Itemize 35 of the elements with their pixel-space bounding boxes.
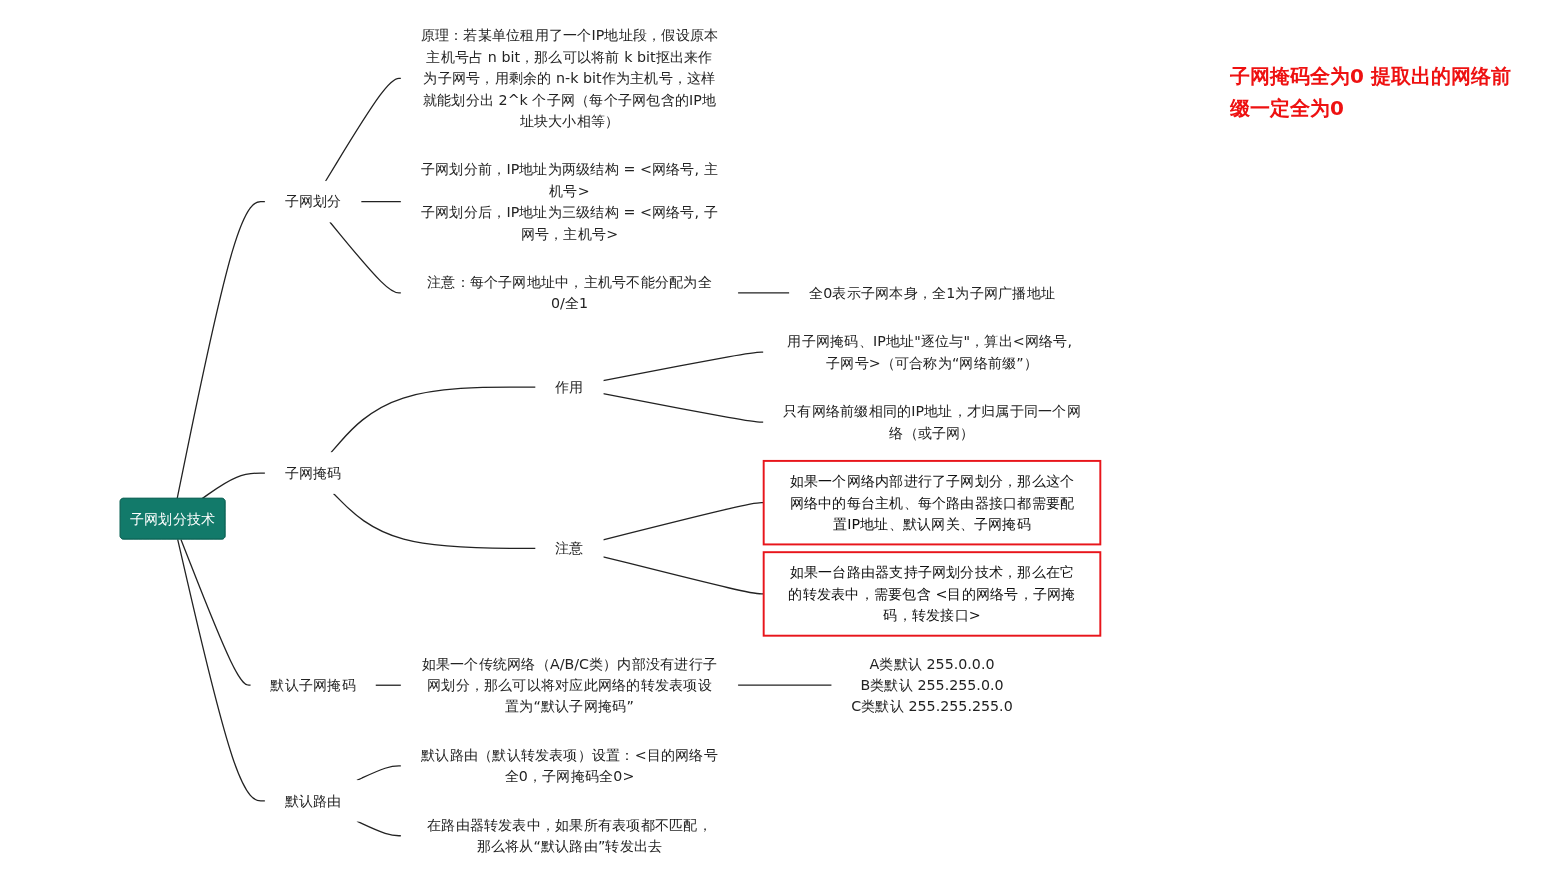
node-text: 作用 bbox=[554, 379, 584, 396]
node-text: 只有网络前缀相同的IP地址，才归属于同一个网络（或子网） bbox=[782, 403, 1081, 441]
node-text: 子网掩码 bbox=[284, 464, 342, 482]
node-text: 默认子网掩码 bbox=[270, 677, 356, 694]
connector bbox=[176, 538, 266, 802]
connector bbox=[201, 472, 266, 500]
node-text: 全0表示子网本身，全1为子网广播地址 bbox=[808, 284, 1055, 301]
connector bbox=[329, 221, 402, 294]
connector bbox=[602, 392, 765, 423]
connector bbox=[736, 684, 833, 686]
node-text: 原理：若某单位租用了一个IP地址段，假设原本主机号占 n bit，那么可以将前 k bit抠出来作为子网号，用剩余的 n-k bit作为主机号，这样就能划分出 2^k 个子网（每个子网包含的IP地址块大小相等） bbox=[420, 27, 719, 130]
connector bbox=[356, 765, 402, 782]
connector bbox=[374, 684, 402, 686]
connector bbox=[332, 492, 537, 549]
connector bbox=[356, 820, 402, 837]
connector bbox=[324, 77, 402, 182]
node-text: 在路由器转发表中，如果所有表项都不匹配，那么将从“默认路由”转发出去 bbox=[426, 816, 712, 855]
node-box: 如果一台路由器支持子网划分技术，那么在它的转发表中，需要包含 <目的网络号，子网掩码，转发接口> bbox=[762, 551, 1102, 637]
connector bbox=[736, 292, 790, 294]
connector bbox=[176, 201, 266, 500]
node-text: 子网划分前，IP地址为两级结构 = <网络号, 主机号> 子网划分后，IP地址为三级结构 = <网络号, 子网号，主机号> bbox=[420, 161, 718, 242]
note-text: 子网掩码全为0 提取出的网络前缀一定全为0 bbox=[1230, 63, 1512, 122]
node-text: 默认路由 bbox=[284, 792, 342, 809]
node-text: A类默认 255.0.0.0 B类默认 255.255.0.0 C类默认 255.255.255.0 bbox=[851, 655, 1013, 715]
node-text: 用子网掩码、IP地址"逐位与"，算出<网络号, 子网号>（可合称为“网络前缀”） bbox=[787, 333, 1072, 371]
node-text: 子网划分 bbox=[284, 193, 342, 210]
node-text: 注意：每个子网地址中，主机号不能分配为全0/全1 bbox=[426, 274, 712, 312]
connector bbox=[360, 201, 402, 203]
connector bbox=[330, 386, 537, 454]
connector bbox=[180, 538, 252, 686]
connector bbox=[602, 351, 765, 382]
node-box: 如果一个网络内部进行了子网划分，那么这个网络中的每台主机、每个路由器接口都需要配置IP地址、默认网关、子网掩码 bbox=[762, 459, 1102, 546]
node-text: 如果一个传统网络（A/B/C类）内部没有进行子网划分，那么可以将对应此网络的转发表项设置为“默认子网掩码” bbox=[421, 655, 717, 715]
node-text: 注意 bbox=[554, 540, 584, 557]
node-text: 默认路由（默认转发表项）设置：<目的网络号全0，子网掩码全0> bbox=[420, 747, 718, 785]
